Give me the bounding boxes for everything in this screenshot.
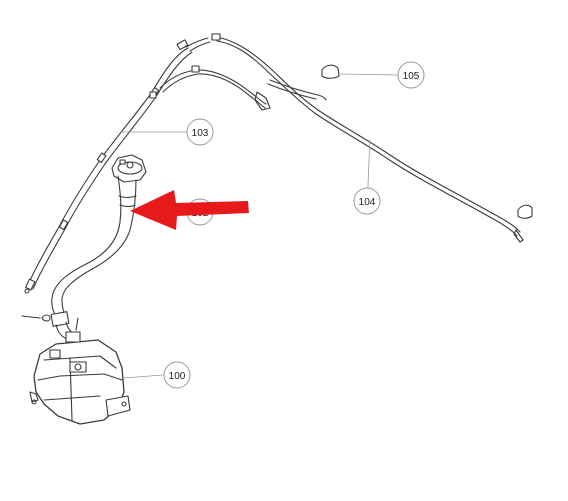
reservoir-100 <box>21 314 131 425</box>
filler-neck-102 <box>50 154 147 341</box>
callout-104: 104 <box>353 187 381 215</box>
callout-103: 103 <box>186 118 214 146</box>
callout-105: 105 <box>397 61 425 89</box>
leaders <box>120 73 399 379</box>
callout-105-label: 105 <box>403 71 420 82</box>
callout-100: 100 <box>163 361 191 389</box>
callout-100-label: 100 <box>169 371 186 382</box>
callout-104-label: 104 <box>359 197 376 208</box>
callout-103-label: 103 <box>192 128 209 139</box>
hose-103 <box>24 37 267 294</box>
hose-104 <box>211 33 533 243</box>
red-arrow-annotation <box>130 190 249 230</box>
